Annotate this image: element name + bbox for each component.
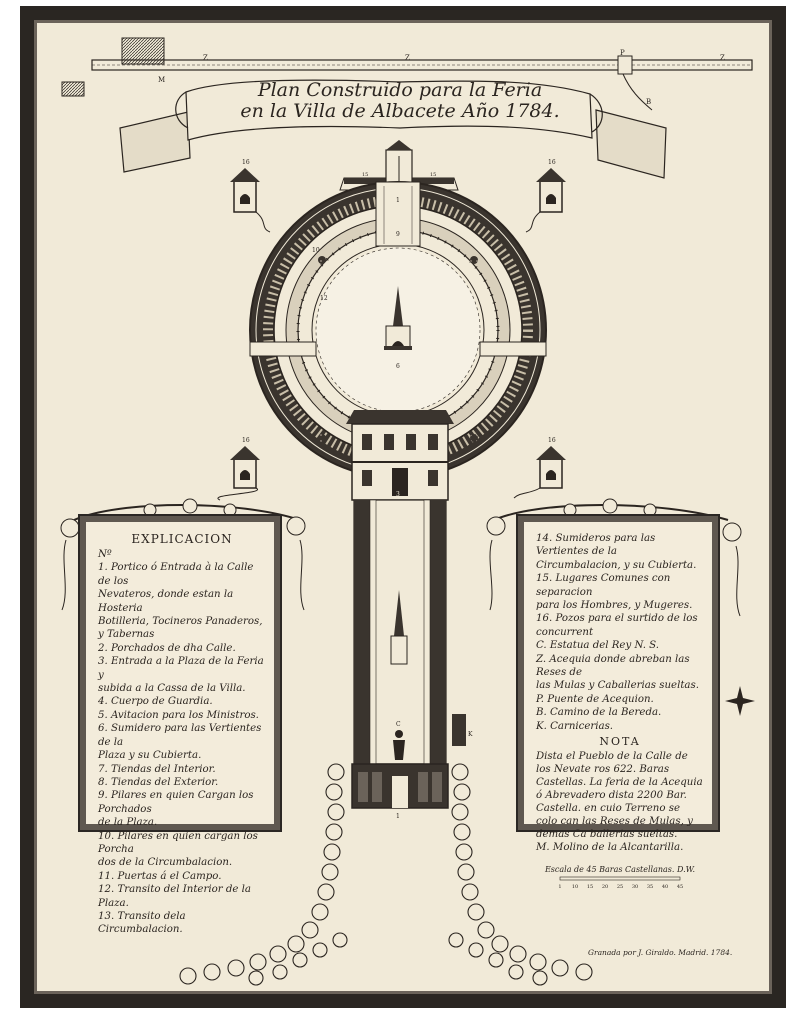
- label-c: C: [396, 721, 401, 728]
- legend-left-item: 7. Tiendas del Interior.: [98, 763, 216, 775]
- label-6: 6: [396, 363, 400, 370]
- legend-left-item: 1. Portico ó Entrada à la Calle de los: [98, 562, 254, 587]
- title-banner: [119, 79, 667, 179]
- nota-text: Dista el Pueblo de la Calle de los Nevat…: [536, 751, 703, 841]
- legend-right-item: las Mulas y Caballerias sueltas.: [536, 680, 699, 692]
- legend-left-list: Nº 1. Portico ó Entrada à la Calle de los…: [98, 548, 266, 937]
- tree-avenue-right: [448, 763, 593, 986]
- legend-left-item: Nevateros, donde estan la Hosteria: [98, 589, 234, 614]
- well-pavilion-tl: [230, 168, 271, 233]
- legend-right-item: P. Puente de Acequion.: [536, 693, 654, 705]
- well-pavilion-ml: [217, 446, 260, 501]
- legend-left-item: 4. Cuerpo de Guardia.: [98, 696, 213, 708]
- garland-left: [60, 498, 306, 611]
- tree-avenue-left: [179, 763, 348, 986]
- legend-left-item: de la Plaza.: [98, 817, 158, 829]
- scale-tick-label: 15: [587, 884, 593, 890]
- legend-right-item: K. Carnicerias.: [536, 720, 614, 732]
- town-hall: [346, 410, 454, 501]
- well-pavilion-mr: [513, 446, 566, 499]
- scale-tick-label: 25: [617, 884, 623, 890]
- legend-right-item: 14. Sumideros para las Vertientes de la: [536, 533, 656, 558]
- map-title: Plan Construido para la Feria en la Vill…: [230, 80, 570, 122]
- central-obelisk: [384, 286, 412, 350]
- label-15-a: 15: [362, 172, 368, 178]
- legend-left-item: Plaza y su Cubierta.: [98, 750, 202, 762]
- legend-right-item: B. Camino de la Bereda.: [536, 707, 662, 719]
- scale-tick-label: 20: [602, 884, 608, 890]
- title-line-2: en la Villa de Albacete Año 1784.: [240, 100, 560, 122]
- label-3: 3: [396, 491, 400, 498]
- legend-left-panel: EXPLICACION Nº 1. Portico ó Entrada à la …: [80, 516, 280, 935]
- legend-left-item: subida a la Cassa de la Villa.: [98, 683, 246, 695]
- label-12: 12: [320, 295, 328, 302]
- legend-left-item: 8. Tiendas del Exterior.: [98, 776, 219, 788]
- scale-tick-label: 30: [632, 884, 638, 890]
- scale-tick-label: 40: [662, 884, 668, 890]
- label-16-b: 16: [548, 159, 556, 166]
- engraver-signature: Granada por J. Giraldo. Madrid. 1784.: [588, 948, 733, 957]
- letter-z-2: Z: [405, 54, 410, 62]
- legend-left-item: 6. Sumidero para las Vertientes de la: [98, 723, 262, 748]
- scale-tick-label: 45: [677, 884, 683, 890]
- legend-left-item: 2. Porchados de dha Calle.: [98, 642, 236, 654]
- legend-heading: EXPLICACION: [131, 532, 233, 546]
- garland-right: [486, 498, 742, 617]
- legend-left-item: 11. Puertas á el Campo.: [98, 870, 222, 882]
- legend-right-item: C. Estatua del Rey N. S.: [536, 640, 660, 652]
- scale-label: Escala de 45 Baras Castellanas. D.W.: [544, 864, 696, 874]
- legend-right-item: 15. Lugares Comunes con separacion: [536, 573, 671, 598]
- label-16-c: 16: [242, 437, 250, 444]
- scale-bar: 1 10 15 20 25 30 35 40 45: [558, 876, 683, 890]
- label-k: K: [468, 731, 473, 738]
- nota-heading: NOTA: [599, 735, 641, 749]
- legend-left-item: 12. Transito del Interior de la Plaza.: [98, 884, 251, 909]
- legend-right-item: 16. Pozos para el surtido de los concurr…: [536, 613, 698, 638]
- title-line-1: Plan Construido para la Feria: [257, 79, 543, 101]
- letter-z-3: Z: [720, 54, 725, 62]
- legend-left-item: dos de la Circumbalacion.: [98, 857, 233, 869]
- acequia-road: [61, 37, 753, 111]
- label-1-top: 1: [396, 197, 400, 204]
- scale-bar-line: [559, 876, 681, 880]
- scale-tick-label: 35: [647, 884, 653, 890]
- scale-tick-label: 10: [572, 884, 578, 890]
- scale-tick-label: 1: [558, 884, 561, 890]
- label-10: 10: [312, 247, 320, 254]
- label-15-b: 15: [430, 172, 436, 178]
- label-16-a: 16: [242, 159, 250, 166]
- label-1-bottom: 1: [396, 813, 400, 820]
- letter-b: B: [646, 98, 651, 106]
- compass-rose-icon: [725, 686, 755, 716]
- legend-item-molino: M. Molino de la Alcantarilla.: [536, 842, 684, 854]
- legend-left-item: 10. Pilares en quien cargan los Porcha: [98, 830, 258, 855]
- legend-right-item: para los Hombres, y Mugeres.: [536, 600, 693, 612]
- letter-p: P: [620, 49, 625, 57]
- legend-right-item: Z. Acequia donde abreban las Reses de: [536, 653, 690, 679]
- legend-left-item: 3. Entrada a la Plaza de la Feria y: [98, 656, 264, 681]
- letter-z-1: Z: [203, 54, 208, 62]
- calle-nevateros: [353, 499, 466, 765]
- legend-right-item: Circumbalacion, y su Cubierta.: [536, 559, 697, 571]
- legend-left-item: Botilleria, Tocineros Panaderos, y Taber…: [98, 616, 263, 641]
- legend-left-item: 13. Transito dela Circumbalacion.: [98, 910, 186, 936]
- portico-entrance: [351, 763, 449, 809]
- letter-m: M: [158, 76, 165, 84]
- legend-left-item: 5. Avitacion para los Ministros.: [98, 709, 259, 721]
- label-16-d: 16: [548, 437, 556, 444]
- legend-left-item: Nº: [98, 549, 112, 560]
- label-9: 9: [396, 231, 400, 238]
- well-pavilion-tr: [525, 168, 566, 233]
- legend-left-item: 9. Pilares en quien Cargan los Porchados: [98, 790, 254, 815]
